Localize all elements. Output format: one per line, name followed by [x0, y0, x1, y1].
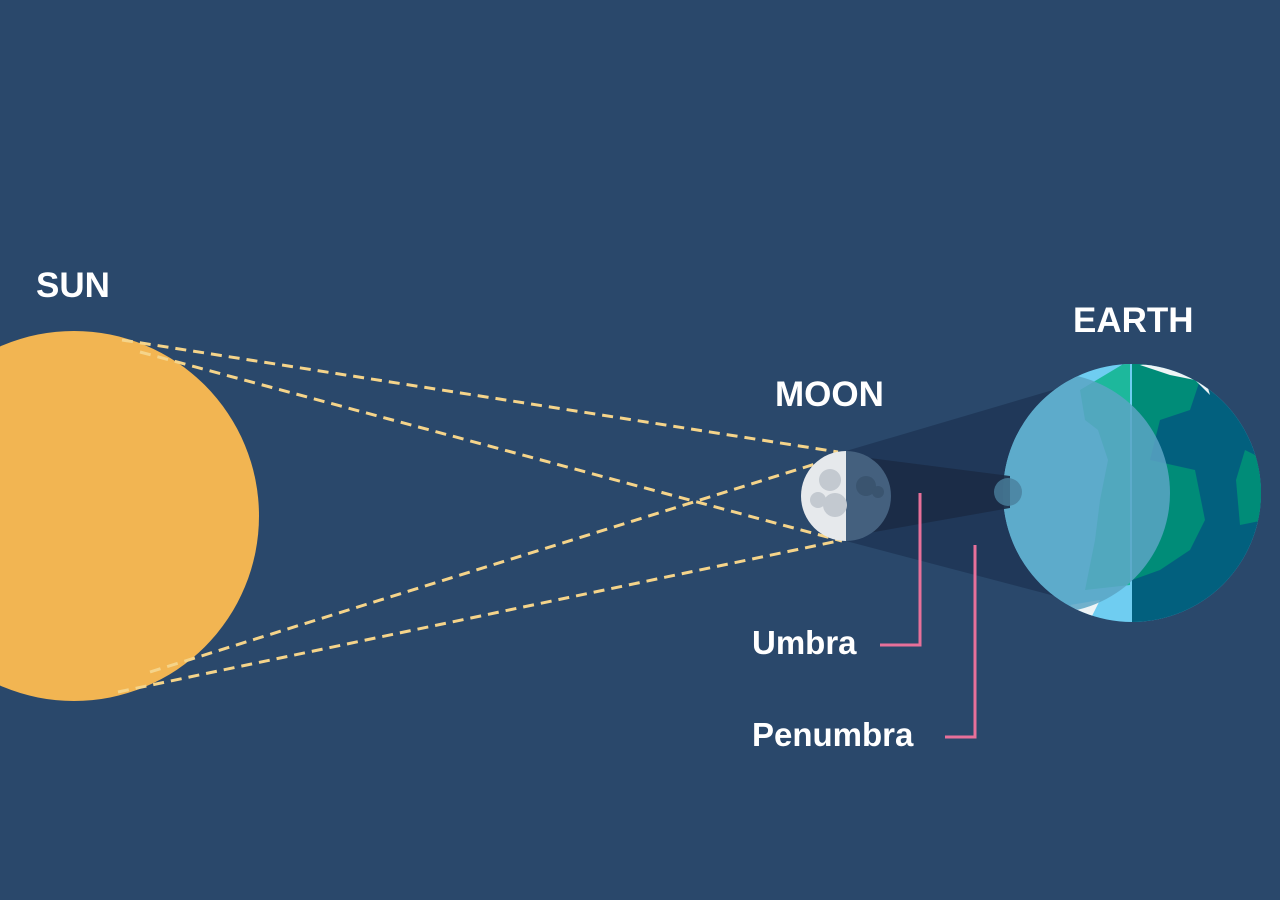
- continent: [1236, 450, 1261, 525]
- umbra-shadow: [846, 455, 1010, 537]
- umbra-on-earth: [994, 478, 1022, 506]
- penumbra-on-earth: [1003, 373, 1170, 613]
- ray: [117, 539, 839, 694]
- moon-label: MOON: [775, 375, 884, 414]
- earth: [1003, 364, 1261, 622]
- penumbra-callout-line: [945, 545, 977, 739]
- penumbra-label: Penumbra: [752, 716, 914, 753]
- ray: [139, 350, 843, 543]
- earth-label: EARTH: [1073, 301, 1194, 340]
- sun: [0, 331, 259, 701]
- ray: [149, 458, 829, 674]
- sun-rays: [117, 338, 843, 694]
- umbra-callout-line: [880, 493, 922, 647]
- ray: [121, 338, 839, 454]
- sun-label: SUN: [36, 266, 110, 305]
- umbra-label: Umbra: [752, 624, 857, 661]
